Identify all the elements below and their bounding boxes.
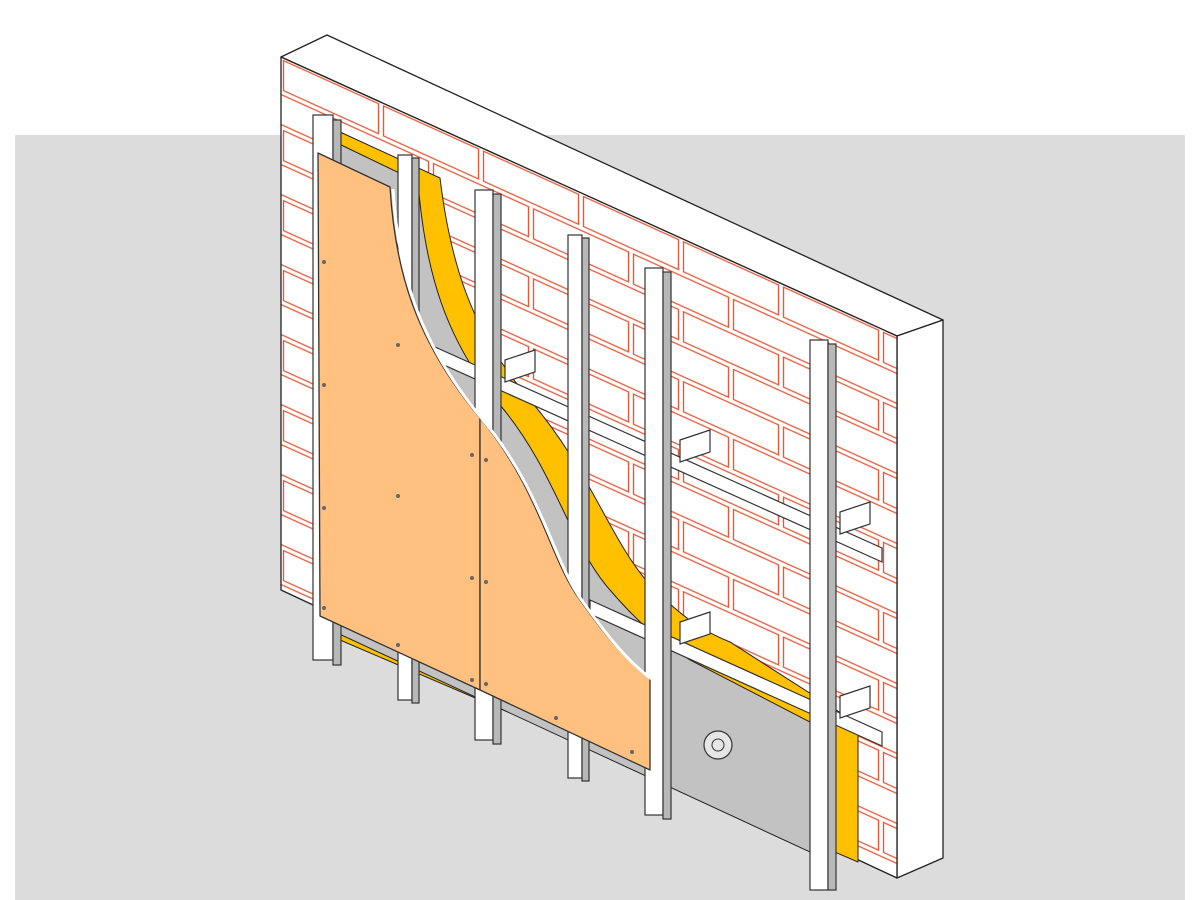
wall-side bbox=[896, 319, 944, 879]
vent-inner bbox=[711, 738, 725, 752]
rail-clip bbox=[679, 611, 711, 645]
board-edge-highlight bbox=[391, 188, 654, 682]
rail-clip bbox=[839, 685, 871, 719]
plasterboards bbox=[317, 152, 654, 771]
rail-clip bbox=[679, 429, 711, 463]
vent-icon bbox=[703, 730, 733, 760]
rail-clip bbox=[839, 501, 871, 535]
stud bbox=[809, 339, 837, 891]
rail-clip bbox=[504, 349, 536, 383]
screws bbox=[322, 260, 634, 754]
